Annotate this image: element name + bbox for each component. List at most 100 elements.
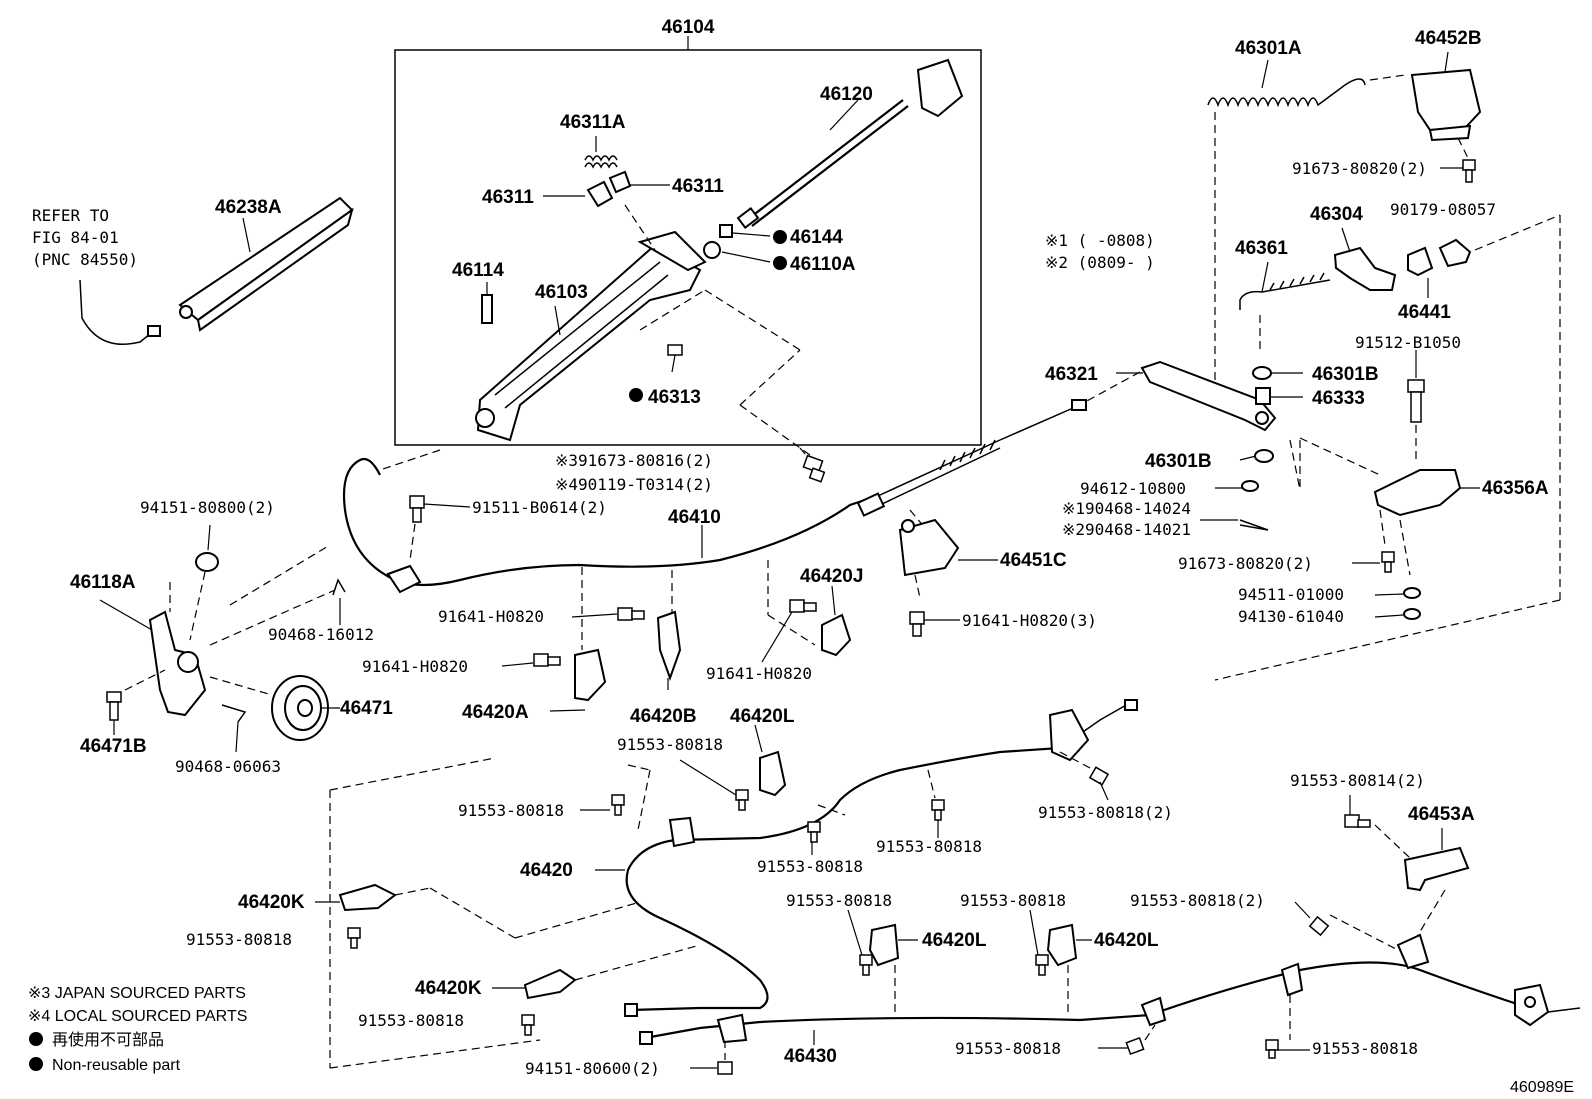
label-46356A: 46356A xyxy=(1482,478,1549,499)
bolt-91641-b-part xyxy=(533,653,561,667)
rear-cable-46420 xyxy=(624,699,1138,1017)
label-91673-80820-b: 91673-80820(2) xyxy=(1178,554,1313,573)
clip-90468-16012-part xyxy=(332,578,346,596)
bracket-46420J-part xyxy=(821,613,852,657)
label-46430: 46430 xyxy=(784,1046,837,1067)
bolt-91673-80816-part xyxy=(802,454,826,483)
label-91553-80818-2b: 91553-80818(2) xyxy=(1130,891,1265,910)
pawl-part xyxy=(586,170,632,208)
label-91673-80820-a: 91673-80820(2) xyxy=(1292,159,1427,178)
bolt-91553-m2-part xyxy=(807,821,821,843)
label-46144: 46144 xyxy=(790,227,843,248)
label-91553-80818-e: 91553-80818 xyxy=(186,930,292,949)
diagram-id: 460989E xyxy=(1510,1079,1574,1096)
bushing-46144-part xyxy=(719,224,733,238)
label-46238A: 46238A xyxy=(215,197,282,218)
label-46420B: 46420B xyxy=(630,706,697,727)
bracket-rear-left-part xyxy=(1140,996,1167,1027)
label-46361: 46361 xyxy=(1235,238,1288,259)
nut-94151-80600-part xyxy=(717,1061,733,1075)
label-46333: 46333 xyxy=(1312,388,1365,409)
bolt-91553-r1-part xyxy=(1265,1039,1279,1059)
non-reusable-mark-46110A xyxy=(773,256,787,270)
label-46453A: 46453A xyxy=(1408,804,1475,825)
bracket-46430-part xyxy=(716,1013,748,1044)
washer-46301B-b-part xyxy=(1254,449,1274,463)
rod-46361-part xyxy=(1239,272,1331,310)
label-46410: 46410 xyxy=(668,507,721,528)
bracket-46452B-part xyxy=(1410,68,1482,142)
bracket-46356A-part xyxy=(1373,469,1462,517)
label-46441: 46441 xyxy=(1398,302,1451,323)
pin-46471B-part xyxy=(106,691,122,721)
legend-non-reusable-jp: 再使用不可部品 xyxy=(52,1031,164,1049)
label-46471: 46471 xyxy=(340,698,393,719)
bracket-46420A-part xyxy=(574,648,607,702)
label-91553-80818-g: 91553-80818 xyxy=(960,891,1066,910)
label-refer-1: REFER TO xyxy=(32,206,109,225)
label-refer-2: FIG 84-01 xyxy=(32,228,119,247)
label-94511-01000: 94511-01000 xyxy=(1238,585,1344,604)
label-46120: 46120 xyxy=(820,84,873,105)
bolt-91553-80814-part xyxy=(1344,814,1371,828)
bolt-91511-part xyxy=(409,495,425,523)
label-94151-80600: 94151-80600(2) xyxy=(525,1059,660,1078)
label-46420L-b: 46420L xyxy=(922,930,987,951)
lever-body-part xyxy=(475,230,707,442)
bolt-91553-l2-part xyxy=(859,954,873,976)
label-90468-06063: 90468-06063 xyxy=(175,757,281,776)
bolt-91553-m4-part xyxy=(1088,766,1110,786)
front-cable-46410 xyxy=(342,399,1087,594)
bellcrank-46118A-part xyxy=(148,610,207,717)
label-91641-H0820-3: 91641-H0820(3) xyxy=(962,611,1097,630)
bolt-91641-3-part xyxy=(909,611,925,637)
clip-90468-06063-part xyxy=(221,704,247,723)
lever-46321-part xyxy=(1140,360,1277,432)
bolt-91673-a-part xyxy=(1462,159,1476,183)
label-46301B-a: 46301B xyxy=(1312,364,1379,385)
label-91673-80816: ※391673-80816(2) xyxy=(555,451,713,470)
label-91512-B1050: 91512-B1050 xyxy=(1355,333,1461,352)
legend-local-sourced: ※4 LOCAL SOURCED PARTS xyxy=(28,1008,247,1025)
label-46313: 46313 xyxy=(648,387,701,408)
bolt-91553-r2-part xyxy=(1308,915,1330,937)
label-46301B-b: 46301B xyxy=(1145,451,1212,472)
nut-46441-part xyxy=(1407,246,1434,277)
bolt-91641-c-part xyxy=(789,599,817,613)
label-94130-61040: 94130-61040 xyxy=(1238,607,1344,626)
label-91553-80818-a: 91553-80818 xyxy=(617,735,723,754)
lever-rod-part xyxy=(736,58,964,230)
rear-cable-46430 xyxy=(639,961,1581,1045)
bracket-46420B-part xyxy=(656,610,682,681)
sleeve-90179-part xyxy=(1438,238,1472,268)
nut-94151-part xyxy=(195,552,219,572)
label-46311A: 46311A xyxy=(560,112,626,133)
bolt-91553-m3-part xyxy=(931,799,945,821)
lever-cover-part xyxy=(178,196,354,332)
label-90179-08057: 90179-08057 xyxy=(1390,200,1496,219)
clamp-46420L-b-part xyxy=(868,923,900,967)
label-note-1: ※1 ( -0808) xyxy=(1045,231,1155,250)
label-46420L-a: 46420L xyxy=(730,706,795,727)
washer-46301B-a-part xyxy=(1252,366,1272,380)
label-91641-H0820-c: 91641-H0820 xyxy=(706,664,812,683)
label-90119-T0314: ※490119-T0314(2) xyxy=(555,475,713,494)
label-90468-14021: ※290468-14021 xyxy=(1062,520,1191,539)
bolt-91553-r3-part xyxy=(1125,1037,1145,1055)
clamp-46420L-c-part xyxy=(1046,923,1078,967)
label-refer-3: (PNC 84550) xyxy=(32,250,138,269)
bolt-91553-l3-part xyxy=(1035,954,1049,976)
label-91553-80818-c: 91553-80818 xyxy=(876,837,982,856)
bracket-46453A-part xyxy=(1403,846,1470,892)
clamp-46420K-b-part xyxy=(523,968,577,1000)
bushing-46333-part xyxy=(1255,387,1271,405)
label-46420J: 46420J xyxy=(800,566,863,587)
lever-pin-part xyxy=(481,282,493,324)
bolt-91553-k1-part xyxy=(347,927,361,949)
label-46118A: 46118A xyxy=(70,572,136,593)
lever-bolt-part xyxy=(667,344,683,373)
label-46420L-c: 46420L xyxy=(1094,930,1159,951)
bolt-91553-m1-part xyxy=(611,794,625,816)
spring-46301A-part xyxy=(1207,78,1366,108)
